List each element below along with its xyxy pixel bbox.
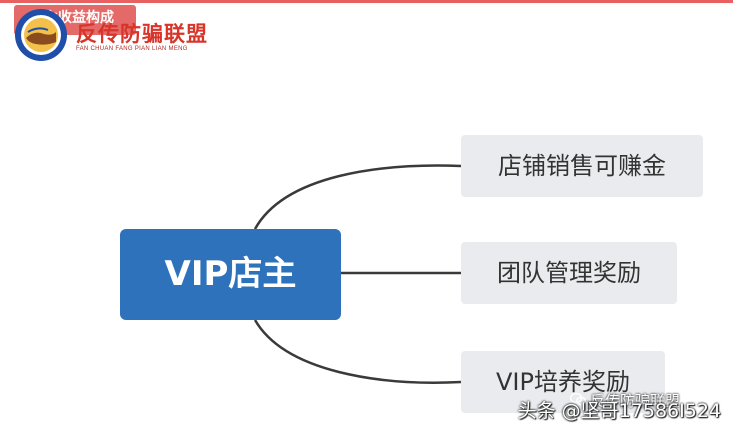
top-accent-line: [0, 0, 733, 3]
connector-branch-1: [253, 164, 462, 230]
mindmap-root-node: VIP店主: [120, 229, 341, 320]
logo-text: 反传防骗联盟: [76, 22, 208, 46]
mindmap-branch-node: 团队管理奖励: [461, 242, 677, 304]
connector-branch-3: [253, 319, 462, 384]
mindmap-branch-node: VIP培养奖励: [461, 351, 665, 413]
logo-emblem-icon: [15, 9, 67, 61]
watermark-account: 反传防骗联盟: [590, 392, 681, 410]
mindmap-branch-node: 店铺销售可赚金: [461, 135, 703, 197]
wechat-icon: [570, 392, 586, 406]
logo: 反传防骗联盟 FAN CHUAN FANG PIAN LIAN MENG: [14, 8, 214, 68]
logo-subtext: FAN CHUAN FANG PIAN LIAN MENG: [76, 46, 188, 52]
watermark-credit: 头条 @坚哥17586I524: [517, 400, 721, 422]
